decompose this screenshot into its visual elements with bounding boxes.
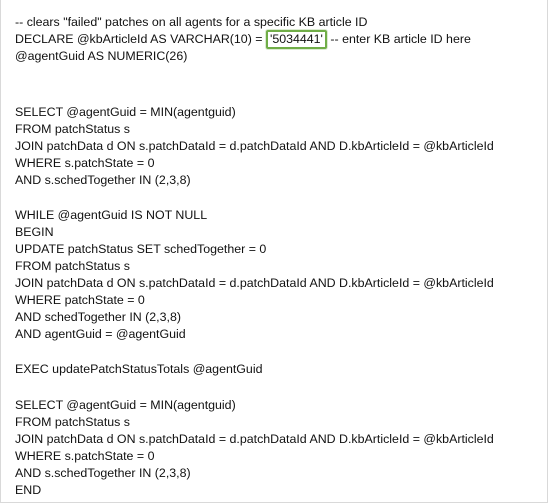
code-line: JOIN patchData d ON s.patchDataId = d.pa…	[15, 139, 494, 153]
code-line: AND s.schedTogether IN (2,3,8)	[15, 466, 191, 480]
code-line: AND schedTogether IN (2,3,8)	[15, 310, 181, 324]
declare-prefix: DECLARE @kbArticleId AS VARCHAR(10) =	[15, 32, 266, 46]
code-line: FROM patchStatus s	[15, 415, 130, 429]
code-line: SELECT @agentGuid = MIN(agentguid)	[15, 105, 236, 119]
declare-guid-line: @agentGuid AS NUMERIC(26)	[15, 49, 188, 63]
code-line: JOIN patchData d ON s.patchDataId = d.pa…	[15, 276, 494, 290]
code-line: WHILE @agentGuid IS NOT NULL	[15, 208, 208, 222]
code-line: FROM patchStatus s	[15, 259, 130, 273]
code-line: AND agentGuid = @agentGuid	[15, 327, 186, 341]
code-line: FROM patchStatus s	[15, 122, 130, 136]
code-line: UPDATE patchStatus SET schedTogether = 0	[15, 242, 267, 256]
code-line: BEGIN	[15, 225, 54, 239]
declare-suffix: -- enter KB article ID here	[326, 32, 471, 46]
declare-line: DECLARE @kbArticleId AS VARCHAR(10) = '5…	[15, 30, 471, 49]
code-line: SELECT @agentGuid = MIN(agentguid)	[15, 398, 236, 412]
exec-line: EXEC updatePatchStatusTotals @agentGuid	[15, 362, 263, 376]
code-line: WHERE s.patchState = 0	[15, 156, 155, 170]
code-line: JOIN patchData d ON s.patchDataId = d.pa…	[15, 432, 494, 446]
code-line: WHERE patchState = 0	[15, 293, 145, 307]
kb-article-id-highlight: '5034441'	[265, 30, 327, 49]
code-line: WHERE s.patchState = 0	[15, 449, 155, 463]
code-line: AND s.schedTogether IN (2,3,8)	[15, 173, 191, 187]
code-line: END	[15, 483, 42, 497]
sql-comment-line: -- clears "failed" patches on all agents…	[15, 15, 368, 29]
